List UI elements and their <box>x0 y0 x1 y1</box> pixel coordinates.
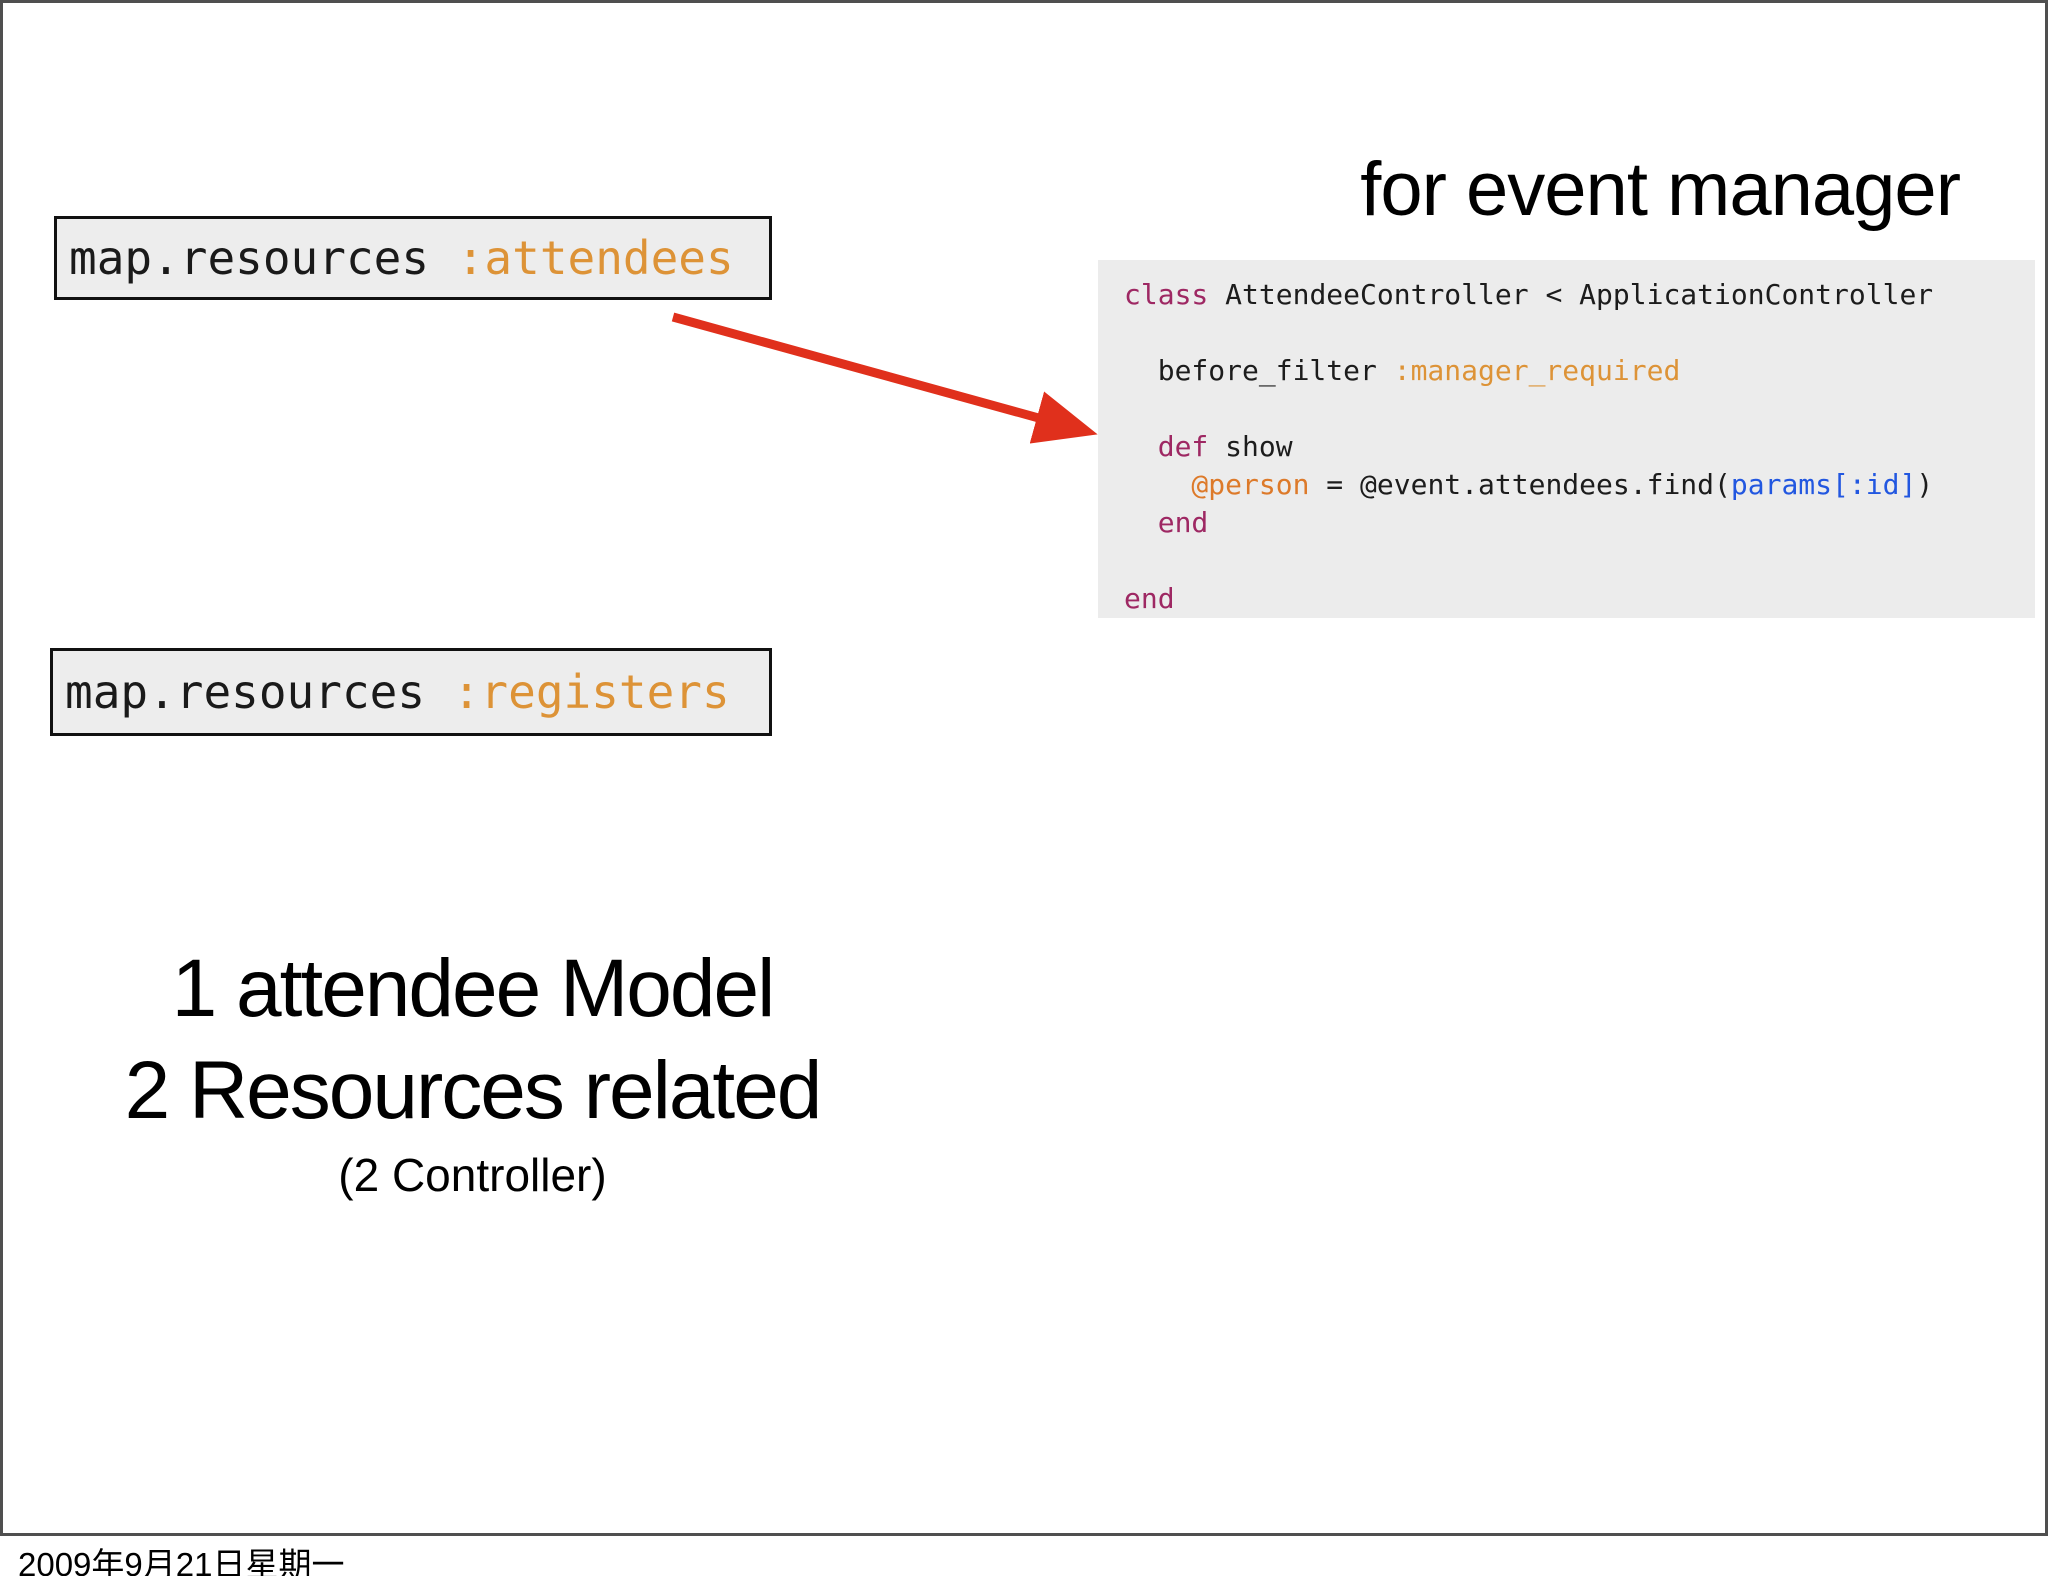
route-box-attendees: map.resources :attendees <box>54 216 772 300</box>
summary-line-controller: (2 Controller) <box>338 1149 607 1201</box>
summary-text-block: 1 attendee Model 2 Resources related (2 … <box>0 938 945 1206</box>
code-class-signature: AttendeeController < ApplicationControll… <box>1208 278 1934 311</box>
code-line-def-show: def show <box>1124 428 2035 466</box>
controller-code-block: class AttendeeController < ApplicationCo… <box>1098 260 2035 618</box>
code-method-name: show <box>1208 430 1293 463</box>
code-symbol-manager-required: :manager_required <box>1393 354 1681 387</box>
code-keyword-end-outer: end <box>1124 582 1175 615</box>
code-find-call: = @event.attendees.find( <box>1309 468 1731 501</box>
summary-line-resources: 2 Resources related <box>124 1045 823 1136</box>
route-registers-symbol: :registers <box>452 665 730 719</box>
red-arrow <box>671 312 1098 444</box>
route-attendees-plain: map.resources <box>69 231 457 285</box>
route-box-registers: map.resources :registers <box>50 648 772 736</box>
code-before-filter: before_filter <box>1124 354 1394 387</box>
code-close-paren: ) <box>1916 468 1934 501</box>
code-line-end-inner: end <box>1124 504 2035 542</box>
code-line-person-assignment: @person = @event.attendees.find(params[:… <box>1124 466 2035 504</box>
code-ivar-person: @person <box>1124 468 1310 501</box>
code-keyword-def: def <box>1124 430 1209 463</box>
route-registers-plain: map.resources <box>65 665 453 719</box>
summary-line-model: 1 attendee Model <box>171 943 776 1034</box>
code-line-before-filter: before_filter :manager_required <box>1124 352 2035 390</box>
code-params-id: params[:id] <box>1730 468 1917 501</box>
code-line-class: class AttendeeController < ApplicationCo… <box>1124 276 2035 314</box>
code-keyword-class: class <box>1124 278 1209 311</box>
footer-date: 2009年9月21日星期一 <box>18 1546 345 1576</box>
code-keyword-end-inner: end <box>1124 506 1209 539</box>
code-line-blank <box>1124 542 2035 580</box>
slide-title: for event manager <box>1360 147 1961 232</box>
code-line-blank <box>1124 314 2035 352</box>
code-line-blank <box>1124 390 2035 428</box>
route-attendees-symbol: :attendees <box>456 231 734 285</box>
code-line-end-outer: end <box>1124 580 2035 618</box>
